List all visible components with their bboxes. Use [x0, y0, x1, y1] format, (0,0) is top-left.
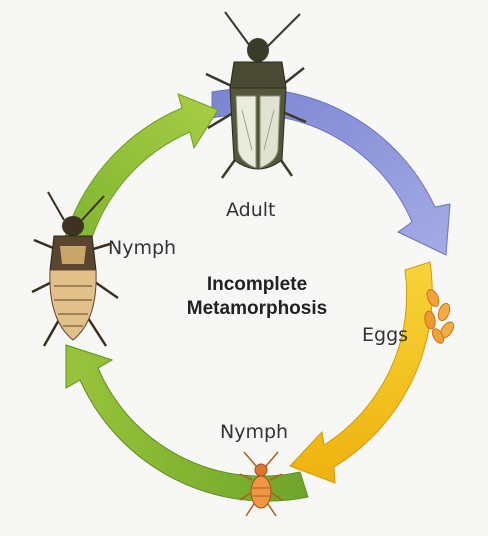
stage-label-adult: Adult — [226, 199, 276, 221]
center-title-line1: Incomplete — [206, 274, 308, 295]
arrow-nymph-to-nymph — [65, 344, 309, 502]
stage-label-eggs: Eggs — [362, 324, 409, 346]
arrow-eggs-to-nymph — [289, 261, 433, 484]
small-nymph-icon — [239, 451, 283, 517]
stage-label-nymph-left: Nymph — [108, 237, 177, 259]
large-nymph-icon — [31, 191, 119, 347]
center-title: Incomplete Metamorphosis — [142, 273, 372, 321]
eggs-icon — [424, 289, 455, 344]
stage-label-nymph-bottom: Nymph — [220, 421, 289, 443]
adult-bug-icon — [205, 11, 307, 179]
center-title-line2: Metamorphosis — [186, 298, 328, 319]
